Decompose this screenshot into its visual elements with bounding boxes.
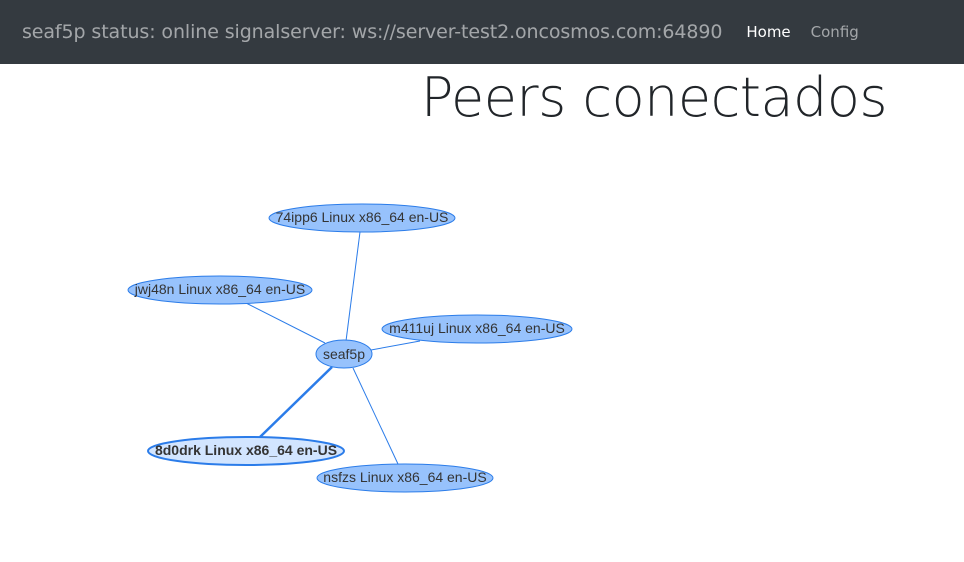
edge-seaf5p-m411uj[interactable] xyxy=(370,340,421,351)
node-jwj48n-label: jwj48n Linux x86_64 en-US xyxy=(134,281,305,297)
node-jwj48n-shape xyxy=(127,275,313,305)
edge-seaf5p-74ipp6[interactable] xyxy=(345,231,361,342)
node-nsfzs-shape xyxy=(316,463,494,493)
node-seaf5p-label: seaf5p xyxy=(323,346,365,362)
nav-links: Home Config xyxy=(746,23,858,41)
nav-link-home[interactable]: Home xyxy=(746,23,791,41)
node-m411uj[interactable]: m411uj Linux x86_64 en-US xyxy=(381,314,573,344)
edge-seaf5p-nsfzs[interactable] xyxy=(352,367,399,465)
node-nsfzs-label: nsfzs Linux x86_64 en-US xyxy=(323,469,486,485)
navbar: seaf5p status: online signalserver: ws:/… xyxy=(0,0,964,64)
node-nsfzs[interactable]: nsfzs Linux x86_64 en-US xyxy=(316,463,494,493)
edge-seaf5p-jwj48n[interactable] xyxy=(245,302,326,344)
node-74ipp6-shape xyxy=(268,203,456,233)
node-m411uj-label: m411uj Linux x86_64 en-US xyxy=(389,320,565,336)
node-8d0drk-label: 8d0drk Linux x86_64 en-US xyxy=(155,442,337,458)
nav-link-config[interactable]: Config xyxy=(810,23,859,41)
node-seaf5p-shape xyxy=(315,339,373,369)
node-74ipp6-label: 74ipp6 Linux x86_64 en-US xyxy=(276,209,449,225)
graph-edges xyxy=(245,231,421,465)
node-m411uj-shape xyxy=(381,314,573,344)
node-8d0drk-shape xyxy=(147,436,345,466)
edge-seaf5p-8d0drk[interactable] xyxy=(259,366,333,438)
graph-nodes: seaf5p 74ipp6 Linux x86_64 en-US jwj48n … xyxy=(127,203,573,493)
page-title: Peers conectados xyxy=(420,66,888,129)
node-jwj48n[interactable]: jwj48n Linux x86_64 en-US xyxy=(127,275,313,305)
node-seaf5p[interactable]: seaf5p xyxy=(315,339,373,369)
node-74ipp6[interactable]: 74ipp6 Linux x86_64 en-US xyxy=(268,203,456,233)
node-8d0drk[interactable]: 8d0drk Linux x86_64 en-US xyxy=(147,436,345,466)
navbar-brand-status[interactable]: seaf5p status: online signalserver: ws:/… xyxy=(22,21,723,43)
